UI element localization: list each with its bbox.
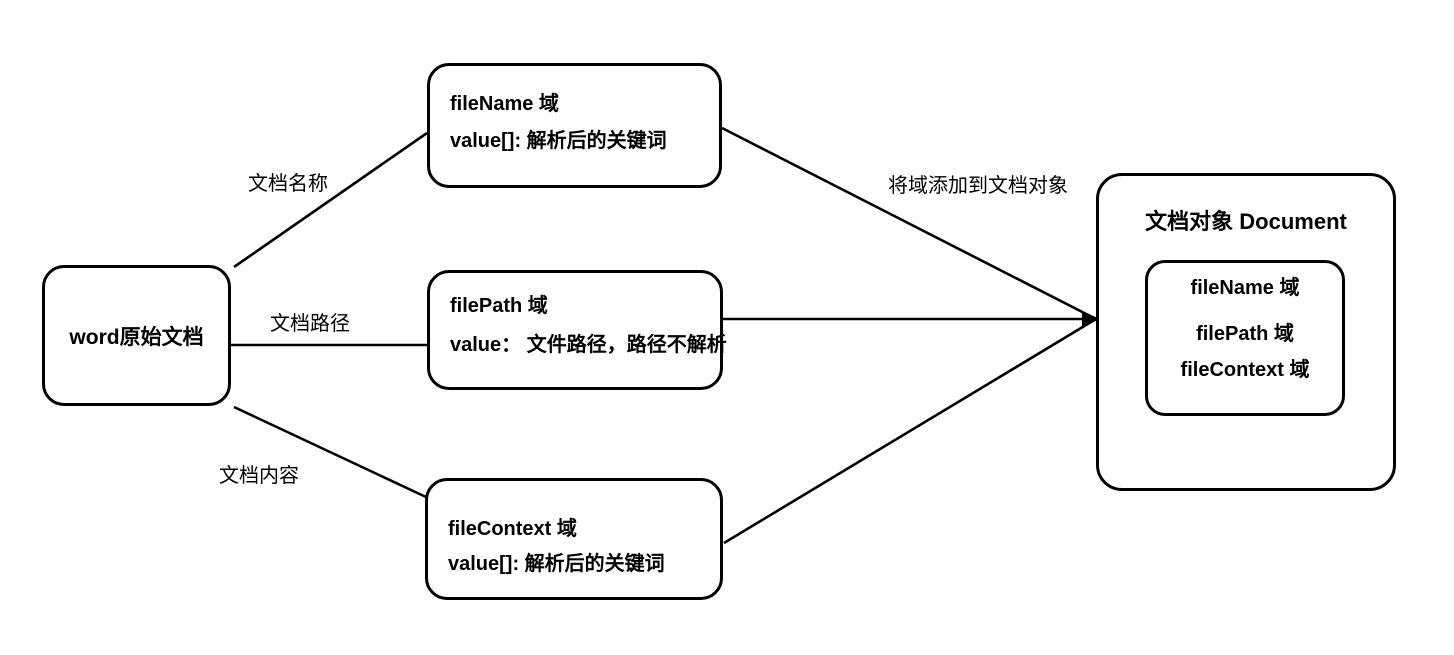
filecontext-field-value: value[]: 解析后的关键词 [448,553,665,575]
document-field-filepath: filePath 域 [1196,323,1294,345]
filecontext-field-title: fileContext 域 [448,518,577,540]
node-filename-field: fileName 域 value[]: 解析后的关键词 [427,63,722,188]
filename-field-value: value[]: 解析后的关键词 [450,130,667,152]
document-field-filename: fileName 域 [1190,277,1300,299]
edge-doc-name-line [233,131,428,269]
filename-field-title: fileName 域 [450,93,559,115]
edge-label-add-field: 将域添加到文档对象 [888,169,1068,198]
edge-doc-content-line [233,405,427,499]
edge-label-doc-path: 文档路径 [270,307,350,336]
node-word-source: word原始文档 [42,265,231,406]
arrowhead-icon [1082,311,1100,327]
filepath-field-title: filePath 域 [450,295,548,317]
node-filepath-field: filePath 域 value： 文件路径，路径不解析 [427,270,727,390]
node-word-source-label: word原始文档 [69,325,204,349]
filepath-field-value: value： 文件路径，路径不解析 [450,334,727,356]
edge-label-doc-name: 文档名称 [248,167,328,196]
edge-filename-to-document-line [721,126,1097,321]
edge-label-doc-content: 文档内容 [219,459,299,488]
document-field-filecontext: fileContext 域 [1180,359,1310,381]
node-filecontext-field: fileContext 域 value[]: 解析后的关键词 [425,478,723,600]
edge-filecontext-to-document-line [723,317,1097,545]
document-fields-box: fileName 域 filePath 域 fileContext 域 [1145,260,1345,416]
node-document-object: 文档对象 Document fileName 域 filePath 域 file… [1096,173,1396,491]
document-object-title: 文档对象 Document [1145,209,1347,234]
